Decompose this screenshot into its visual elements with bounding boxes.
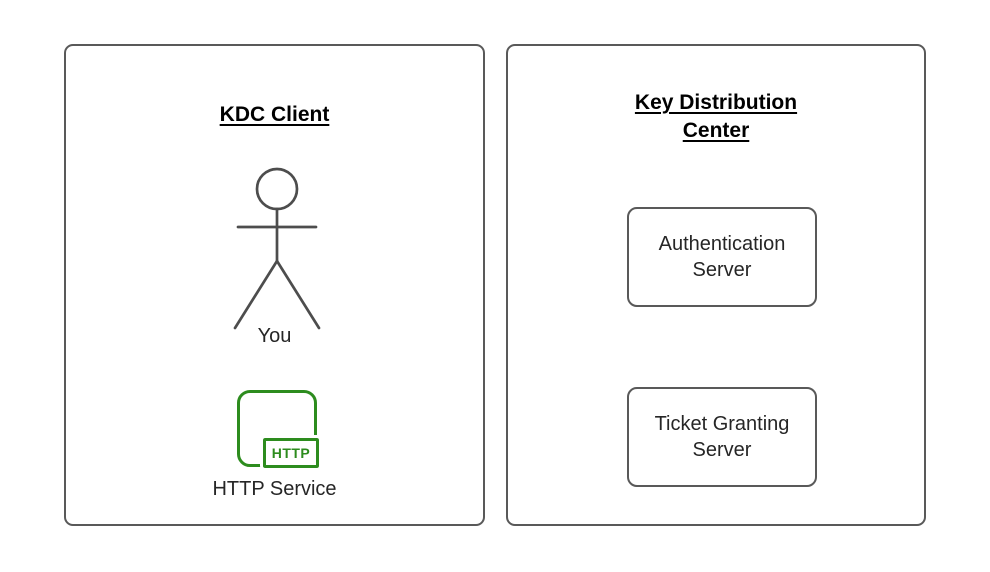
actor-label: You (257, 325, 292, 347)
http-badge-label: HTTP (260, 435, 322, 471)
kdc-client-title: KDC Client (219, 103, 330, 126)
ticket-granting-server-label: Ticket Granting Server (654, 413, 790, 461)
http-service-label: HTTP Service (212, 478, 337, 500)
person-icon (233, 167, 321, 330)
authentication-server-label: Authentication Server (658, 233, 786, 281)
authentication-server-box: Authentication Server (627, 207, 817, 307)
ticket-granting-server-box: Ticket Granting Server (627, 387, 817, 487)
kdc-client-panel: KDC Client You HTTP HTTP Service (64, 44, 485, 526)
key-distribution-center-title: Key Distribution Center (634, 91, 798, 142)
key-distribution-center-panel: Key Distribution Center Authentication S… (506, 44, 926, 526)
